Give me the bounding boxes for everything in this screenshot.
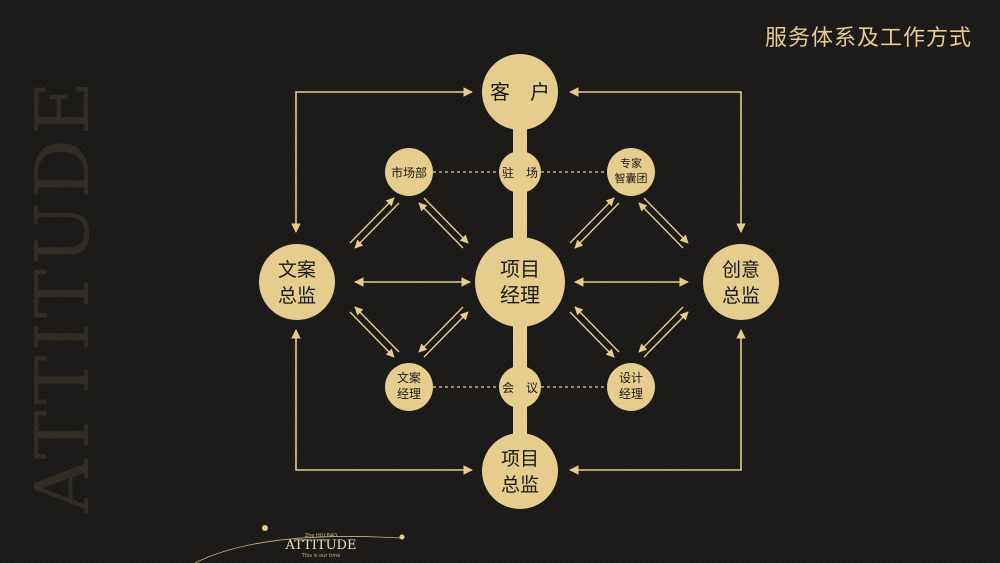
node-copy-director: 文案 总监 [259,244,335,320]
arrow-copymgr-to-pm [423,311,469,358]
svg-text:设计: 设计 [619,371,643,385]
svg-text:专家: 专家 [620,156,642,170]
attitude-logo: Zhe HUI BAO ATTITUDE This is our time [194,525,405,563]
logo-small-bottom: This is our time [301,553,341,559]
svg-text:会 议: 会 议 [502,381,538,395]
svg-text:项目: 项目 [500,257,540,281]
svg-text:经理: 经理 [397,387,421,401]
svg-text:客 户: 客 户 [490,80,550,104]
svg-text:经理: 经理 [500,283,540,307]
arrow-copymgr-to-copydir [354,306,400,353]
logo-dot-right [399,534,405,540]
page-title: 服务体系及工作方式 [764,26,972,51]
logo-small-top: Zhe HUI BAO [305,533,338,539]
arrow-pm-to-marketing [418,202,464,249]
svg-text:总监: 总监 [722,285,760,307]
svg-text:驻 场: 驻 场 [502,165,538,180]
arrow-copydir-client [291,87,473,233]
svg-text:经理: 经理 [619,387,643,401]
arrow-copydir-projdir [291,329,473,475]
svg-text:文案: 文案 [278,259,316,281]
arrow-creativedir-projdir [569,329,746,475]
svg-text:创意: 创意 [722,259,760,281]
node-project-manager: 项目 经理 [475,237,565,327]
arrow-pm-to-copymgr [418,306,464,353]
node-creative-director: 创意 总监 [703,244,779,320]
arrow-copydir-to-copymgr [349,311,395,358]
node-meeting: 会 议 [499,366,541,408]
node-onsite: 驻 场 [499,151,541,193]
svg-text:项目: 项目 [501,448,539,470]
arrow-marketing-to-copydir [354,202,400,249]
arrow-creativedir-client [569,87,746,233]
node-marketing-dept: 市场部 [385,148,433,196]
logo-dot-left [262,525,268,531]
arrow-designmgr-to-creativedir [643,311,689,358]
arrow-creativedir-to-designmgr [638,306,684,353]
node-copy-manager: 文案 经理 [385,363,433,411]
svg-text:市场部: 市场部 [391,165,427,180]
arrow-pm-to-designmgr [569,311,615,358]
node-design-manager: 设计 经理 [607,363,655,411]
logo-orbit-line [194,536,401,563]
node-project-director: 项目 总监 [482,433,558,509]
node-client: 客 户 [482,54,558,130]
arrow-creativedir-to-expert [638,202,684,249]
svg-text:文案: 文案 [397,370,421,385]
arrow-expert-to-creativedir [643,197,689,244]
arrow-designmgr-to-pm [574,306,620,353]
arrow-marketing-to-pm [423,197,469,244]
svg-text:总监: 总监 [501,474,539,496]
arrow-expert-to-pm [574,202,620,249]
svg-text:总监: 总监 [278,285,316,307]
arrow-copydir-to-marketing [349,197,395,244]
node-expert-team: 专家 智囊团 [607,148,655,196]
svg-text:智囊团: 智囊团 [615,171,648,185]
logo-main-word: ATTITUDE [285,538,357,553]
arrow-pm-to-expert [569,197,615,244]
